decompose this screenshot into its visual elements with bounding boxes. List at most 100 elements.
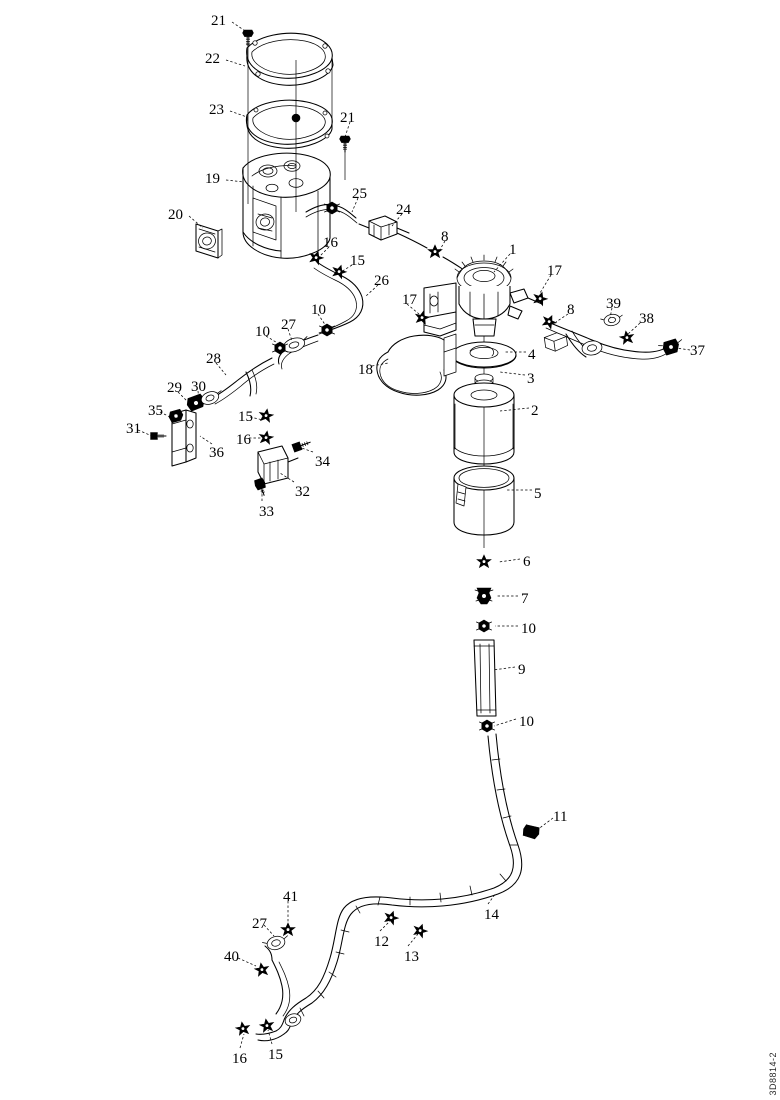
callout-17-14: 17 [402,292,417,308]
callout-16-11: 16 [323,235,338,251]
part-15-sealing-washer-b [257,407,275,423]
part-21-screw-b [339,135,351,153]
leader-15-32 [249,416,264,421]
callout-15-12: 15 [350,253,365,269]
bottom-left-hose [255,945,291,1042]
callout-28-26: 28 [206,351,221,367]
part-35-clamp [168,408,184,424]
leader-36-31 [199,435,213,445]
callout-14-44: 14 [484,907,499,923]
part-19-housing-body [242,152,331,259]
callout-30-28: 30 [191,379,206,395]
bottom-left-extra-fitting [284,1013,302,1027]
callout-9-41: 9 [518,662,526,678]
part-10-clamp-b [479,719,495,733]
part-10-clamp-a [476,619,492,633]
callout-41-47: 41 [283,889,298,905]
part-7-adapter-fitting [474,587,494,605]
part-4-element-cap [451,341,517,369]
callout-18-37: 18 [358,362,373,378]
callout-10-40: 10 [521,621,536,637]
part-18-support-bracket [376,333,457,396]
leader-12-45 [379,920,391,932]
callout-37-18: 37 [690,343,705,359]
leader-6-38 [498,558,521,563]
part-28-return-hose [211,357,275,405]
callout-10-23: 10 [311,302,326,318]
leader-19-4 [225,179,245,183]
part-21-screw-a [242,29,254,47]
callout-20-5: 20 [168,207,183,223]
callout-27-48: 27 [252,916,267,932]
part-30-elbow-fitting [196,390,222,405]
part-20-cover-plate [195,223,223,259]
leader-1-9 [493,253,511,273]
part-31-screw [150,432,167,440]
leader-37-18 [675,347,691,351]
part-38-union-nut [618,329,636,345]
part-9-hose-sleeve [473,639,497,717]
leader-29-27 [177,391,189,403]
callout-26-13: 26 [374,273,389,289]
part-14-fuel-line [275,733,523,1035]
part-16-banjo-bolt-b [257,429,275,445]
leader-15-12 [340,264,353,273]
callout-39-16: 39 [606,296,621,312]
part-23-gasket [245,99,333,149]
callout-11-43: 11 [553,809,568,825]
leader-32-35 [279,472,295,483]
right-secondary-fitting [543,332,568,352]
leader-38-17 [627,322,641,335]
part-25-nut [324,201,340,215]
callout-15-32: 15 [238,409,253,425]
leader-35-29 [159,411,173,419]
leader-13-46 [407,933,419,947]
callout-5-22: 5 [534,486,542,502]
part-16-banjo-bolt-c [234,1020,252,1036]
callout-38-17: 38 [639,311,654,327]
callout-15-51: 15 [268,1047,283,1063]
part-40-banjo-bolt [253,961,271,977]
callout-33-36: 33 [259,504,274,520]
leader-26-13 [365,284,379,297]
leader-11-43 [536,817,554,831]
callout-22-1: 22 [205,51,220,67]
callout-32-35: 32 [295,484,310,500]
leader-30-28 [197,390,200,402]
callout-4-19: 4 [528,347,536,363]
leader-2-21 [499,407,530,412]
leader-17-10 [539,274,552,294]
part-34-stud [291,441,311,453]
part-17-bolt-a [531,289,550,307]
leader-14-44 [487,892,497,905]
leader-34-34 [295,445,314,453]
part-2-filter-element [453,382,515,465]
leader-22-1 [225,59,246,67]
callout-40-49: 40 [224,949,239,965]
part-24-connector [358,215,410,241]
part-27-hose-clip [262,935,288,951]
leader-23-2 [229,110,248,118]
callout-34-34: 34 [315,454,330,470]
part-13-washer [411,921,430,939]
sheet-watermark: 3D8814-2 [768,1052,778,1096]
leader-10-42 [493,718,517,727]
part-37-line-end [658,338,683,356]
callout-19-4: 19 [205,171,220,187]
callout-3-20: 3 [527,371,535,387]
callout-12-45: 12 [374,934,389,950]
leader-39-16 [609,307,613,319]
part-6-fitting-union [476,554,492,568]
leader-18-37 [371,362,389,367]
callout-8-8: 8 [441,229,449,245]
callout-36-31: 36 [209,445,224,461]
part-5-water-separator-bowl [453,465,515,536]
right-branch-fitting [581,340,603,356]
leader-3-20 [499,371,526,376]
part-8-banjo-upper [427,244,443,258]
part-1-filter-head [423,254,543,337]
part-39-washer [600,313,623,327]
callout-16-33: 16 [236,432,251,448]
